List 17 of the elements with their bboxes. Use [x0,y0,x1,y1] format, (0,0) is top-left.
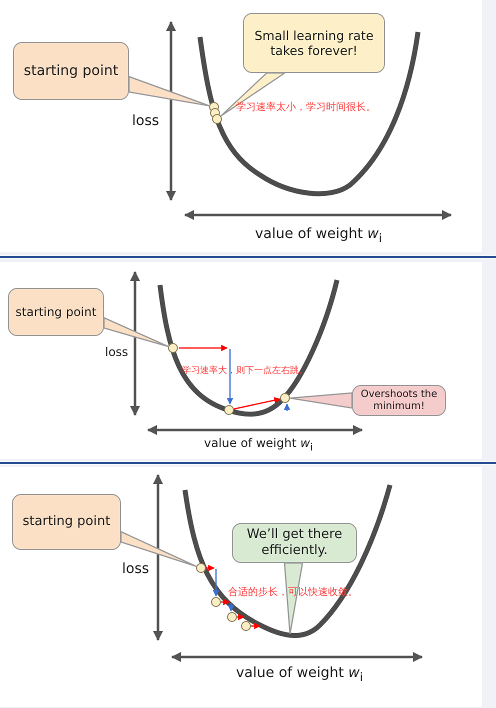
axis-label: loss [122,561,150,577]
annotation-text: 学习速率太小，学习时间很长。 [236,100,376,114]
axis-label: value of weight w$_{i}$ [236,665,363,684]
callout-tail [289,392,353,409]
speech-bubble: starting point [13,42,129,100]
speech-bubble: starting point [12,494,121,550]
callout-tail [284,562,304,635]
callout-tail [220,72,286,117]
callout-tail [120,530,197,568]
axis-label: loss [132,113,160,129]
speech-bubble: starting point [8,288,104,336]
axis-label: value of weight w$_{i}$ [255,226,382,245]
axis-label: loss [105,345,128,359]
step-arrow [234,397,281,410]
callout-tail [128,76,210,106]
callout-tail [103,316,169,348]
axis-label: value of weight w$_{i}$ [204,436,313,454]
